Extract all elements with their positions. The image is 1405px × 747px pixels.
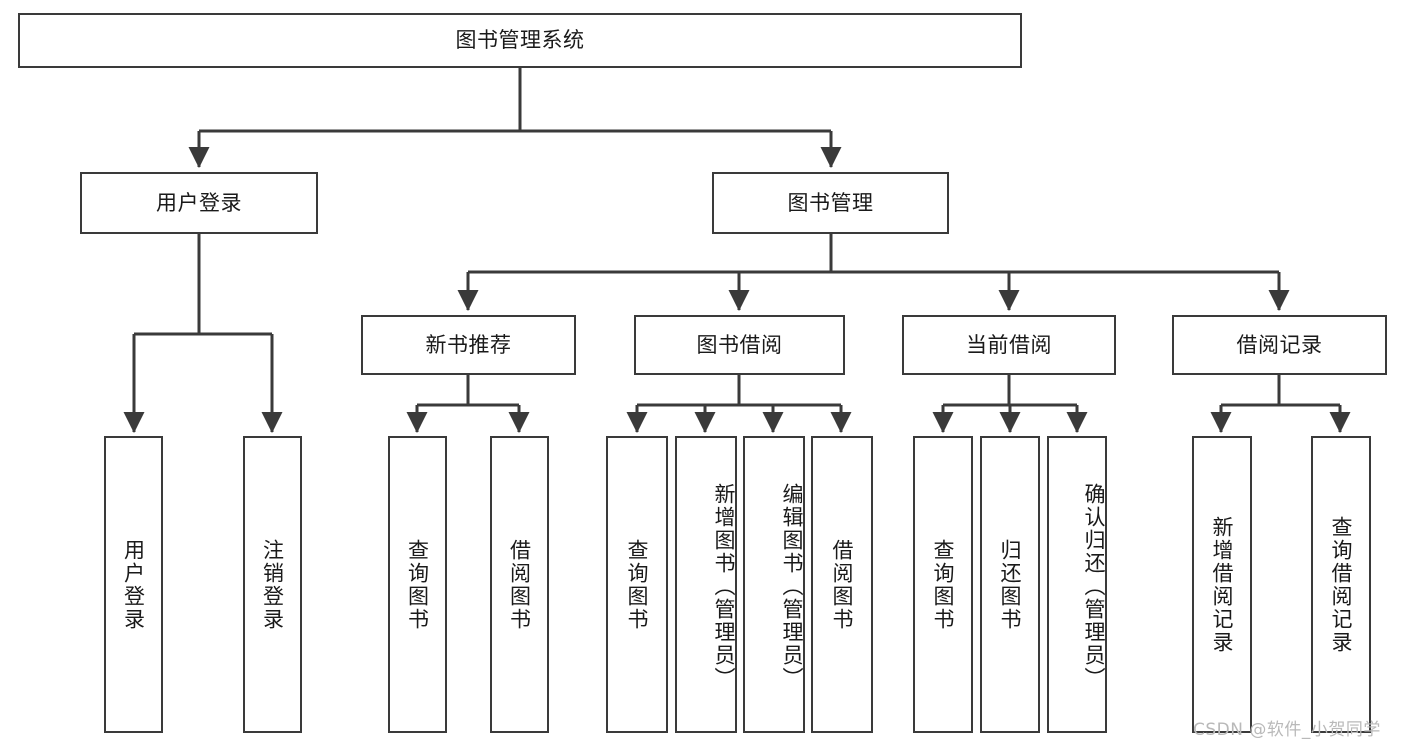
leaf-query-book-1[interactable]: 查询图书	[388, 436, 447, 733]
node-label: 查询图书	[405, 538, 430, 631]
leaf-query-book-2[interactable]: 查询图书	[606, 436, 668, 733]
leaf-add-book[interactable]: 新增图书（管理员）	[675, 436, 737, 733]
node-label: 用户登录	[156, 190, 242, 215]
leaf-borrow-book-2[interactable]: 借阅图书	[811, 436, 873, 733]
node-label: 确认归还（管理员）	[1082, 483, 1106, 690]
node-label: 借阅图书	[830, 538, 855, 631]
node-label: 图书管理	[787, 190, 874, 215]
node-borrow-record[interactable]: 借阅记录	[1172, 315, 1387, 375]
node-label: 查询图书	[625, 538, 650, 631]
node-label: 查询图书	[931, 538, 956, 631]
node-label: 图书管理系统	[455, 28, 585, 53]
node-label: 用户登录	[121, 538, 146, 631]
node-label: 图书借阅	[696, 332, 783, 357]
node-label: 新增借阅记录	[1210, 515, 1235, 654]
leaf-confirm-return[interactable]: 确认归还（管理员）	[1047, 436, 1107, 733]
node-book-borrow[interactable]: 图书借阅	[634, 315, 845, 375]
node-label: 注销登录	[260, 538, 285, 631]
node-current-borrow[interactable]: 当前借阅	[902, 315, 1116, 375]
node-label: 当前借阅	[966, 332, 1052, 357]
node-new-book-recommend[interactable]: 新书推荐	[361, 315, 576, 375]
leaf-user-login[interactable]: 用户登录	[104, 436, 163, 733]
node-book-manage[interactable]: 图书管理	[712, 172, 949, 234]
node-label: 编辑图书（管理员）	[780, 483, 804, 690]
node-root-book-management-system[interactable]: 图书管理系统	[18, 13, 1022, 68]
node-label: 新书推荐	[425, 332, 512, 357]
leaf-logout-login[interactable]: 注销登录	[243, 436, 302, 733]
leaf-borrow-book-1[interactable]: 借阅图书	[490, 436, 549, 733]
node-user-login[interactable]: 用户登录	[80, 172, 318, 234]
leaf-edit-book[interactable]: 编辑图书（管理员）	[743, 436, 805, 733]
node-label: 借阅图书	[507, 538, 532, 631]
node-label: 新增图书（管理员）	[712, 483, 736, 690]
leaf-return-book[interactable]: 归还图书	[980, 436, 1040, 733]
leaf-add-record[interactable]: 新增借阅记录	[1192, 436, 1252, 733]
leaf-query-book-3[interactable]: 查询图书	[913, 436, 973, 733]
node-label: 借阅记录	[1236, 332, 1323, 357]
node-label: 查询借阅记录	[1329, 515, 1354, 654]
csdn-watermark: CSDN @软件_小贺同学	[1193, 720, 1381, 740]
leaf-query-record[interactable]: 查询借阅记录	[1311, 436, 1371, 733]
node-label: 归还图书	[998, 538, 1023, 631]
